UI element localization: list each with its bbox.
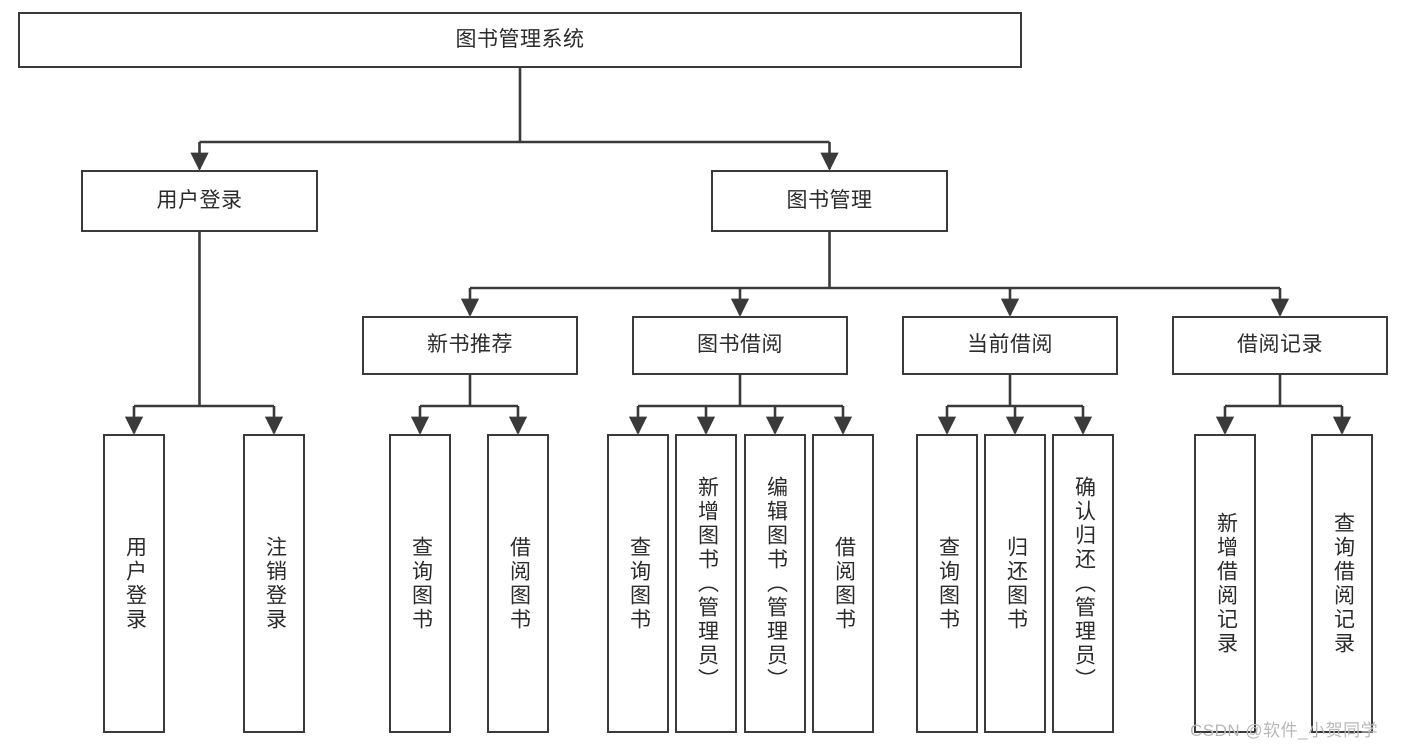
leaf-user-logout[interactable]: 注销登录 [243,434,305,733]
node-label: 注销登录 [263,535,287,632]
node-label: 新增借阅记录 [1214,511,1238,656]
node-label: 借阅图书 [507,535,531,632]
node-label: 查询借阅记录 [1331,511,1355,656]
leaf-new-borrow-book[interactable]: 借阅图书 [487,434,549,733]
leaf-borrow-query-book[interactable]: 查询图书 [607,434,669,733]
node-label: 图书管理系统 [455,27,585,51]
leaf-record-query[interactable]: 查询借阅记录 [1311,434,1373,733]
leaf-borrow-lend-book[interactable]: 借阅图书 [812,434,874,733]
node-label: 用户登录 [123,535,147,632]
node-user-login[interactable]: 用户登录 [81,170,318,232]
leaf-record-add[interactable]: 新增借阅记录 [1194,434,1256,733]
leaf-current-confirm-return[interactable]: 确认归还（管理员） [1052,434,1114,733]
node-label: 新书推荐 [427,333,513,357]
node-label: 查询图书 [409,535,433,632]
node-label: 新增图书（管理员） [695,475,719,692]
node-label: 查询图书 [627,535,651,632]
node-root[interactable]: 图书管理系统 [18,12,1022,68]
edge-group [124,68,1352,435]
node-label: 当前借阅 [967,333,1053,357]
node-label: 借阅图书 [832,535,856,632]
leaf-user-login[interactable]: 用户登录 [103,434,165,733]
node-label: 图书借阅 [697,333,783,357]
node-label: 图书管理 [786,188,873,212]
csdn-watermark: CSDN @软件_小贺同学 [1190,721,1379,740]
node-book-borrow[interactable]: 图书借阅 [632,316,848,375]
node-label: 用户登录 [156,188,243,212]
node-book-management[interactable]: 图书管理 [711,170,948,232]
node-label: 借阅记录 [1237,333,1323,357]
node-label: 编辑图书（管理员） [764,475,788,692]
node-label: 确认归还（管理员） [1072,475,1096,692]
node-label: 查询图书 [936,535,960,632]
leaf-new-query-book[interactable]: 查询图书 [389,434,451,733]
leaf-current-query-book[interactable]: 查询图书 [916,434,978,733]
leaf-borrow-edit-book[interactable]: 编辑图书（管理员） [744,434,806,733]
leaf-current-return-book[interactable]: 归还图书 [984,434,1046,733]
leaf-borrow-add-book[interactable]: 新增图书（管理员） [675,434,737,733]
node-label: 归还图书 [1004,535,1028,632]
node-borrow-record[interactable]: 借阅记录 [1172,316,1388,375]
node-new-book-recommend[interactable]: 新书推荐 [362,316,578,375]
node-current-borrow[interactable]: 当前借阅 [902,316,1118,375]
